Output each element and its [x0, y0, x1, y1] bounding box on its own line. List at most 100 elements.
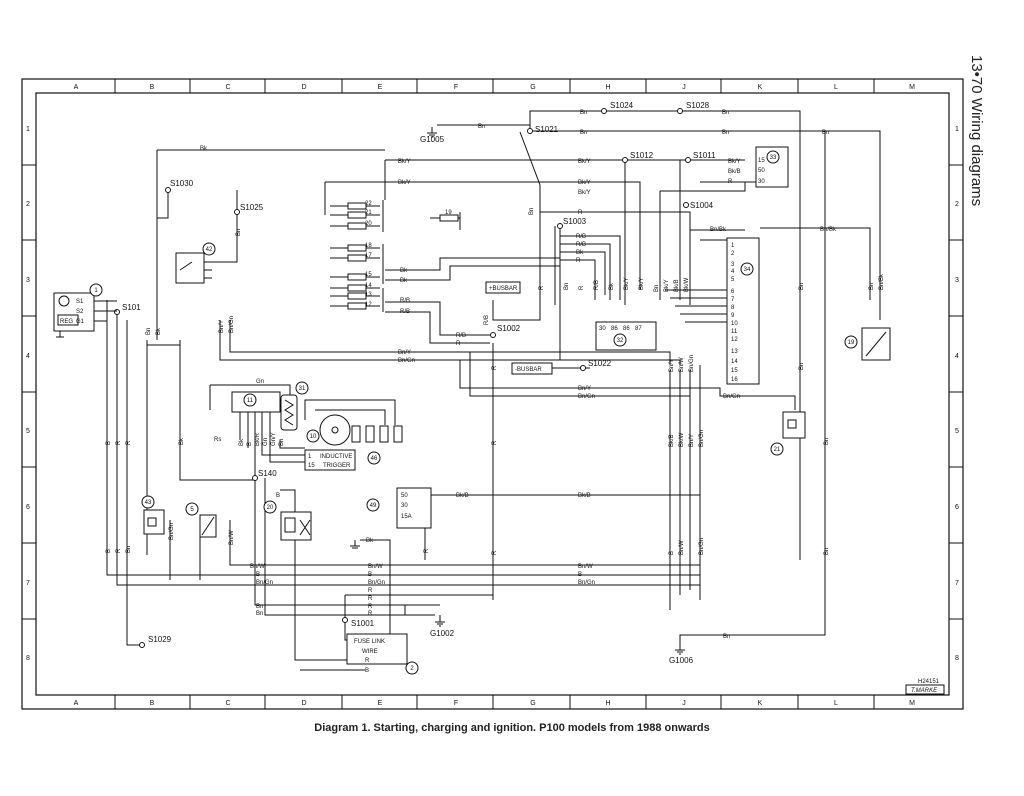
splice-s140: S140 — [258, 469, 277, 478]
splice-s1029: S1029 — [148, 635, 172, 644]
comp34-pin-5: 5 — [731, 277, 735, 283]
vwire-bk-b: Bk — [156, 327, 162, 335]
wire-label-bk-49: Bk — [366, 538, 374, 544]
busbar-positive: +BUSBAR — [485, 281, 521, 294]
grid-col-g-bottom: G — [530, 700, 535, 707]
component-49-starter: 50 30 15A — [396, 487, 432, 529]
vwire-bn-c: Bn — [279, 439, 285, 446]
page-header-text: 13•70 Wiring diagrams — [968, 55, 985, 207]
wire-label-bny: Bn/Y — [398, 350, 411, 356]
wire-label-bngn-2: Bn/Gn — [578, 394, 595, 400]
comp-badge-43: 43 — [145, 500, 152, 506]
component-5 — [199, 514, 217, 538]
comp-badge-1: 1 — [94, 288, 98, 294]
wire-label-bky-3: Bk/Y — [728, 159, 741, 165]
comp49-pin-30: 30 — [401, 503, 408, 509]
signature: T.MARKE — [911, 688, 938, 694]
vwire-b-a3: B — [106, 549, 112, 553]
vwire-bky-h2: Bk/Y — [639, 277, 645, 290]
vwire-bkr-c: Bk/R — [255, 432, 261, 446]
wire-label-r-fuselink: R — [365, 658, 370, 664]
comp-badge-10: 10 — [310, 434, 317, 440]
grid-col-b-top: B — [150, 84, 155, 91]
ground-symbols — [350, 127, 685, 655]
splice-s1025: S1025 — [240, 203, 264, 212]
wire-label-r-row7b: R — [368, 596, 373, 602]
vwire-r-a: R — [116, 440, 122, 445]
fuse-12: 12 — [365, 302, 372, 308]
vwire-bkw-j: Bk/W — [684, 277, 690, 292]
wire-label-bnw-3: Bn/W — [250, 564, 265, 570]
grid-col-h-top: H — [605, 84, 610, 91]
comp-badge-32: 32 — [617, 338, 624, 344]
vwire-bnw-c: Bn/W — [229, 530, 235, 545]
grid-col-h-bottom: H — [605, 700, 610, 707]
fuse-19: 19 — [445, 210, 452, 216]
fuse-block: 22 21 20 19 18 17 15 14 13 12 — [330, 200, 461, 312]
grid-col-k-bottom: K — [758, 700, 763, 707]
wire-label-bnw: Bn/W — [368, 564, 383, 570]
comp-badge-33: 33 — [770, 155, 777, 161]
grid-row-7-right: 7 — [955, 580, 959, 587]
wire-label-r-33: R — [728, 179, 733, 185]
wire-label-r-s1002: R — [456, 341, 461, 347]
wire-label-gn: Gn — [256, 379, 264, 385]
wire-label-b-s140: B — [276, 493, 280, 499]
comp34-pin-1: 1 — [731, 243, 735, 249]
comp34-pin-9: 9 — [731, 313, 735, 319]
wire-label-bngn-row7: Bn/Gn — [368, 580, 385, 586]
wire-label-bnbk-2: Bn/Bk — [710, 227, 727, 233]
grid-row-3-right: 3 — [955, 277, 959, 284]
wire-label-b-fuselink: B — [365, 668, 369, 674]
grid-col-f-top: F — [454, 84, 458, 91]
busbar-neg-label: -BUSBAR — [515, 367, 542, 373]
wire-network — [106, 110, 881, 671]
vwire-bky-h: Bk/Y — [624, 277, 630, 290]
grid-col-e-top: E — [378, 84, 383, 91]
vwire-bny-j2: Bn/Y — [669, 359, 675, 372]
vwire-r-g4: R — [492, 550, 498, 555]
grid-col-g-top: G — [530, 84, 535, 91]
fuse-22: 22 — [365, 201, 372, 207]
vwire-r-g2: R — [492, 365, 498, 370]
vwire-bnw-j2: Bn/W — [679, 357, 685, 372]
wire-label-bk-fuse-2: Bk — [400, 278, 408, 284]
grid-col-j-bottom: J — [682, 700, 686, 707]
grid-row-8-left: 8 — [26, 655, 30, 662]
wire-label-bky-2: Bk/Y — [578, 159, 591, 165]
component-21 — [782, 411, 806, 439]
component-19 — [861, 327, 891, 361]
wire-labels: Bn Bn Bn Bn Bn Bn Bk Bk/Y Bk/Y Bk/Y Bk/Y… — [200, 110, 837, 674]
wire-label-bn-g1006: Bn — [723, 634, 730, 640]
fuse-14: 14 — [365, 283, 372, 289]
comp33-pin-15: 15 — [758, 158, 765, 164]
wire-label-bngn-3: Bn/Gn — [723, 394, 740, 400]
comp-badge-49: 49 — [370, 503, 377, 509]
inductive-pin-1: 1 — [308, 454, 312, 460]
wire-label-bky-1: Bk/Y — [398, 159, 411, 165]
splice-s1002: S1002 — [497, 324, 521, 333]
vwire-bn-s1025: Bn — [236, 229, 242, 236]
wire-label-r-row2: R — [578, 210, 583, 216]
comp1-pin-s2: S2 — [76, 309, 84, 315]
comp34-pin-14: 14 — [731, 359, 738, 365]
vwire-r-a2: R — [126, 440, 132, 445]
grid-col-j-top: J — [682, 84, 686, 91]
comp-badge-2: 2 — [410, 666, 414, 672]
grid-col-c-bottom: C — [225, 700, 230, 707]
wire-label-bny-2: Bn/Y — [578, 386, 591, 392]
wire-label-r-row7: R — [368, 588, 373, 594]
component-46-spark-plugs — [351, 425, 403, 443]
component-20 — [280, 511, 312, 541]
vwire-r-h: R — [579, 285, 585, 290]
fuse-20: 20 — [365, 221, 372, 227]
comp-badge-5: 5 — [190, 507, 194, 513]
ground-g1005: G1005 — [420, 135, 445, 144]
wire-label-bn-top-2: Bn — [722, 110, 729, 116]
vwire-bn-g: Bn — [529, 208, 535, 215]
component-34: 1 2 3 4 5 6 7 8 9 10 11 12 13 14 15 16 — [726, 237, 760, 385]
vwire-bn-k2: Bn — [799, 363, 805, 370]
grid-row-2-right: 2 — [955, 201, 959, 208]
grid-col-l-bottom: L — [834, 700, 838, 707]
splice-s1004: S1004 — [690, 201, 714, 210]
